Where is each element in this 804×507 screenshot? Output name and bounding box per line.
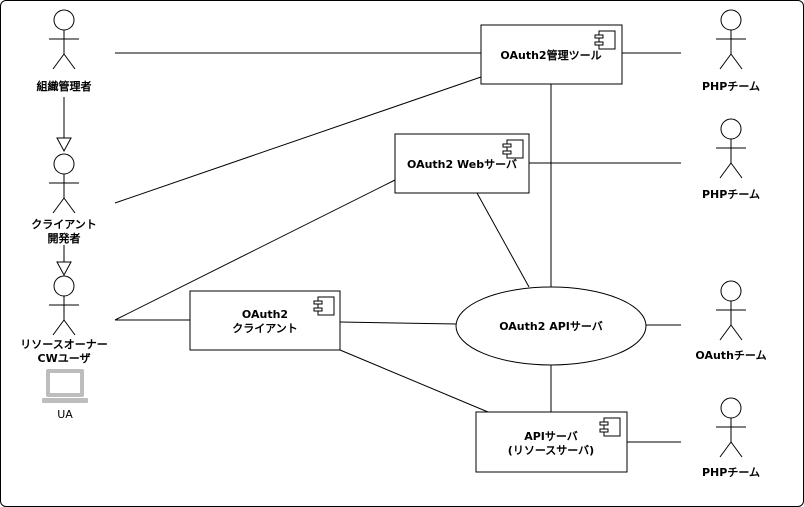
php-team-2-actor-icon bbox=[715, 118, 747, 179]
generalization-arrow-1 bbox=[56, 137, 72, 153]
connectors bbox=[56, 52, 681, 443]
org-admin-label: 組織管理者 bbox=[37, 79, 92, 93]
php-team-2-label: PHPチーム bbox=[702, 188, 760, 201]
php-team-3-actor-icon bbox=[715, 397, 747, 458]
generalization-arrow-2 bbox=[56, 261, 72, 277]
resource-label-2: (リソースサーバ) bbox=[508, 444, 594, 457]
client-dev-label-2: 開発者 bbox=[48, 231, 81, 245]
owner-actor-icon bbox=[48, 275, 80, 336]
laptop-icon bbox=[42, 369, 88, 403]
resource-label-1: APIサーバ bbox=[524, 430, 578, 443]
org-admin-actor-icon bbox=[48, 9, 80, 70]
admin-tool-component: OAuth2管理ツール bbox=[480, 24, 623, 85]
edge-dev-tool bbox=[114, 76, 482, 204]
oauth-team-label: OAuthチーム bbox=[695, 349, 766, 362]
client-dev-actor-icon bbox=[48, 153, 80, 214]
php-team-1-label: PHPチーム bbox=[702, 80, 760, 93]
web-server-component: OAuth2 Webサーバ bbox=[394, 133, 530, 194]
owner-label-2: CWユーザ bbox=[38, 352, 91, 365]
edge-owner-web bbox=[114, 179, 396, 321]
edge-client-resource bbox=[339, 349, 489, 413]
client-component: OAuth2 クライアント bbox=[189, 290, 341, 351]
php-team-3-label: PHPチーム bbox=[702, 466, 760, 479]
resource-server-component: APIサーバ (リソースサーバ) bbox=[475, 411, 628, 473]
client-dev-label-1: クライアント bbox=[31, 218, 97, 231]
api-server-node: OAuth2 APIサーバ bbox=[455, 286, 647, 366]
admin-tool-label: OAuth2管理ツール bbox=[500, 48, 601, 62]
client-label-2: クライアント bbox=[232, 322, 298, 335]
api-server-label: OAuth2 APIサーバ bbox=[499, 320, 603, 333]
edge-web-api bbox=[476, 192, 530, 288]
web-server-label: OAuth2 Webサーバ bbox=[407, 158, 517, 171]
owner-label-1: リソースオーナー bbox=[20, 338, 107, 351]
ua-label: UA bbox=[57, 408, 73, 421]
client-label-1: OAuth2 bbox=[242, 308, 288, 321]
oauth-team-actor-icon bbox=[715, 280, 747, 341]
php-team-1-actor-icon bbox=[715, 9, 747, 70]
edge-client-api bbox=[339, 321, 458, 325]
